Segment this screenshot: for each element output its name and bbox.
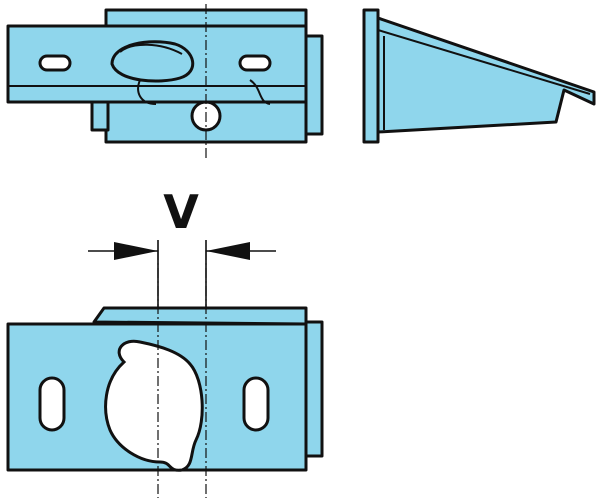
top-view-right-slot: [238, 54, 272, 72]
side-view: [362, 8, 596, 144]
front-view: [6, 250, 324, 498]
front-view-right-flange: [304, 320, 324, 458]
top-view-boss-ridge: [119, 43, 183, 55]
dimension-v: V: [88, 185, 276, 326]
top-view: [6, 4, 324, 160]
front-view-keyhole-opening: [104, 339, 204, 472]
top-view-right-lug: [249, 79, 271, 105]
dimension-arrow-right: [206, 242, 250, 260]
side-view-back-plate: [362, 8, 380, 144]
top-view-left-slot: [38, 54, 72, 72]
front-view-left-slot: [38, 376, 66, 432]
top-view-right-flange: [304, 34, 324, 136]
dimension-arrow-left: [114, 242, 158, 260]
dimension-label: V: [163, 185, 199, 239]
top-view-keyhole-boss: [110, 40, 195, 83]
side-view-top-edge: [377, 29, 591, 95]
front-view-top-rail: [92, 306, 308, 326]
front-view-right-slot: [242, 376, 270, 432]
top-view-left-tab: [90, 100, 110, 132]
side-view-bracket-arm: [376, 16, 596, 134]
top-view-left-lug: [137, 79, 157, 105]
